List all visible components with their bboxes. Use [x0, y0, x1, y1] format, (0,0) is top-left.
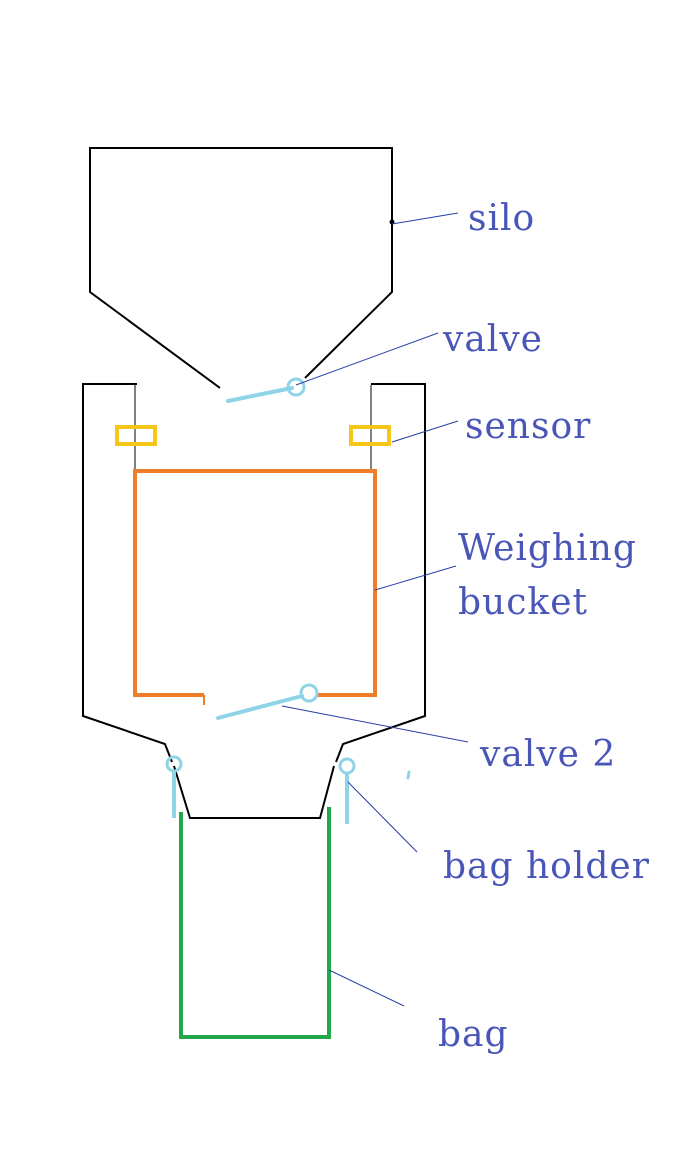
silo-leader-dot	[389, 219, 395, 225]
weighing-bucket-left	[133, 469, 377, 697]
label-silo: silo	[468, 198, 535, 239]
silo-outline	[89, 147, 393, 389]
label-weighing: Weighing	[458, 528, 637, 569]
bag-outline	[179, 807, 331, 1039]
sensor-right	[349, 425, 391, 446]
valve-leader-line	[295, 332, 439, 386]
housing-right-wall	[335, 383, 426, 763]
housing-left-wall	[82, 383, 173, 763]
label-valve: valve	[442, 319, 543, 360]
label-bag-holder: bag holder	[443, 846, 650, 887]
bag-mouth-outline	[173, 765, 335, 819]
valve2-pivot	[299, 683, 319, 703]
valve2-flap	[216, 694, 304, 720]
bag-holder-stray-mark	[406, 770, 411, 780]
bag-leader-line	[328, 969, 405, 1007]
silo-leader-line	[391, 212, 459, 225]
bag-holder-leader-line	[347, 781, 418, 853]
valve-flap	[226, 386, 294, 403]
valve-pivot	[286, 377, 306, 397]
label-valve-2: valve 2	[479, 734, 616, 775]
weighing-bucket-leader	[374, 565, 457, 591]
sensor-left	[115, 425, 157, 446]
label-bucket: bucket	[458, 582, 588, 623]
sensor-leader-line	[391, 420, 459, 443]
bag-holder-right-ring	[338, 757, 356, 775]
label-bag: bag	[438, 1014, 509, 1055]
label-sensor: sensor	[465, 406, 591, 447]
valve2-leader-line	[281, 705, 469, 743]
